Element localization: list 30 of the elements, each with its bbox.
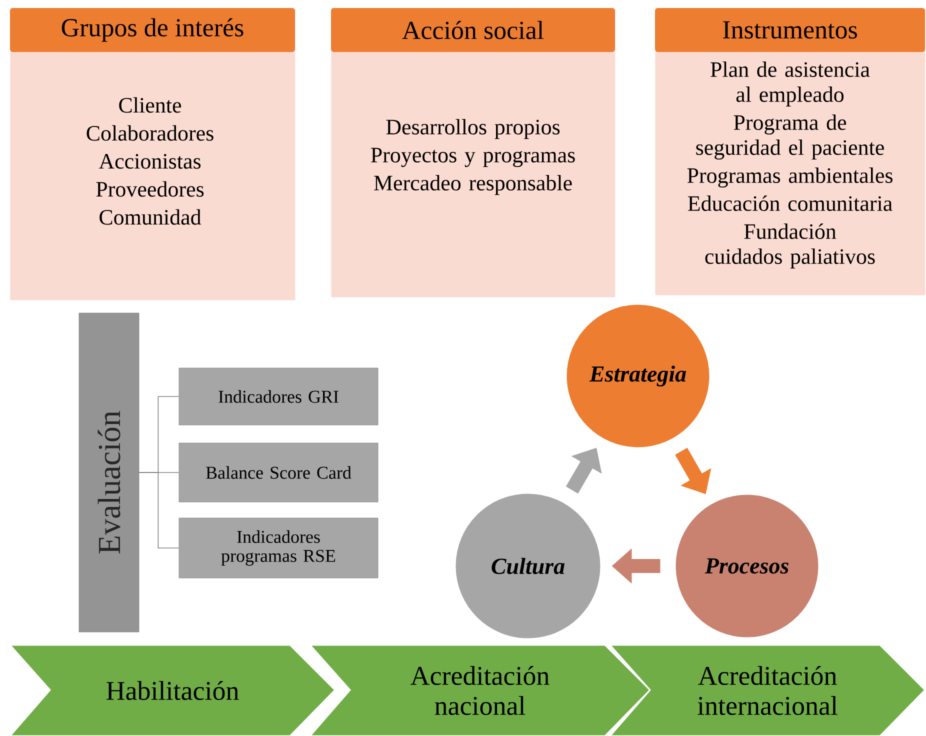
indicator-box: Balance Score Card bbox=[178, 442, 378, 502]
node-label: Acreditación internacional bbox=[698, 666, 838, 716]
step-banner: Habilitación bbox=[8, 644, 336, 736]
header-band: Instrumentos bbox=[655, 8, 925, 52]
node-label: Programas ambientales bbox=[687, 168, 892, 188]
connector-line bbox=[138, 472, 180, 548]
item-list: Desarrollos propios Proyectos y programas Mercadeo responsable bbox=[371, 119, 575, 195]
step-banner: Acreditación nacional bbox=[308, 644, 652, 736]
panel bbox=[655, 8, 926, 296]
item-list: Plan de asistencia al empleado Programa de seguridad el paciente Programas ambientales Educación comunitaria Fundación cuidados paliativos bbox=[687, 62, 892, 268]
node-label: Fundación cuidados paliativos bbox=[705, 223, 875, 268]
node-label: Proveedores bbox=[96, 181, 204, 197]
node-label: Acreditación nacional bbox=[410, 666, 550, 716]
panel bbox=[331, 8, 616, 298]
node-label: Colaboradores bbox=[86, 125, 214, 141]
header-band: Acción social bbox=[331, 8, 615, 52]
node-label: Plan de asistencia al empleado bbox=[710, 62, 870, 106]
item-list: Cliente Colaboradores Accionistas Proveedores Comunidad bbox=[86, 97, 214, 225]
indicator-box: Indicadores programas RSE bbox=[178, 518, 378, 578]
node-label: Accionistas bbox=[98, 154, 201, 169]
node-label: Cliente bbox=[119, 97, 182, 113]
indicator-box: Indicadores GRI bbox=[178, 368, 378, 426]
panel bbox=[10, 8, 296, 300]
node-label: Programa de seguridad el paciente bbox=[696, 114, 884, 160]
vertical-bar: Evaluación bbox=[78, 312, 140, 632]
node-label: Educación comunitaria bbox=[688, 195, 892, 212]
header-band: Grupos de interés bbox=[10, 8, 295, 52]
step-banner: Acreditación internacional bbox=[608, 644, 926, 736]
node-label: Habilitación bbox=[106, 680, 239, 700]
node-label: Comunidad bbox=[100, 209, 202, 225]
